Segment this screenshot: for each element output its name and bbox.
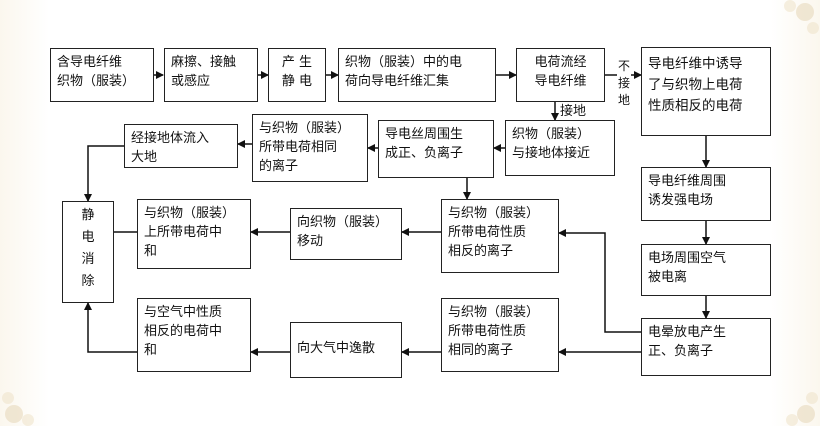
node-same-charge-ions-bottom: 与织物（服装） 所带电荷性质 相同的离子 xyxy=(441,298,559,372)
floral-decoration-icon xyxy=(784,0,819,34)
node-fabric-near-ground: 织物（服装） 与接地体接近 xyxy=(505,120,615,176)
node-neutralize-fabric: 与织物（服装） 上所带电荷中 和 xyxy=(137,199,251,269)
node-friction-contact: 麻擦、接触 或感应 xyxy=(164,48,258,102)
floral-decoration-icon xyxy=(2,392,34,426)
node-generate-static: 产 生 静 电 xyxy=(268,48,326,102)
node-corona-discharge: 电晕放电产生 正、负离子 xyxy=(641,318,771,376)
node-neutralize-air: 与空气中性质 相反的电荷中 和 xyxy=(137,298,251,372)
node-static-eliminated: 静 电 消 除 xyxy=(62,201,114,303)
node-same-charge-ions-top: 与织物（服装） 所带电荷相同 的离子 xyxy=(252,114,368,182)
label-grounded: 接地 xyxy=(560,104,587,120)
node-charge-gathering: 织物（服装）中的电 荷向导电纤维汇集 xyxy=(338,48,496,102)
node-charge-flow: 电荷流经 导电纤维 xyxy=(516,48,605,102)
node-move-to-fabric: 向织物（服装） 移动 xyxy=(290,208,402,260)
node-strong-field: 导电纤维周围 诱发强电场 xyxy=(641,167,771,221)
node-ions-around-wire: 导电丝周围生 成正、负离子 xyxy=(378,120,494,178)
node-escape-to-air: 向大气中逸散 xyxy=(290,322,402,378)
node-opposite-charge-ions: 与织物（服装） 所带电荷性质 相反的离子 xyxy=(441,199,559,273)
node-induced-charge: 导电纤维中诱导 了与织物上电荷 性质相反的电荷 xyxy=(641,47,771,136)
floral-decoration-icon xyxy=(786,392,818,426)
node-flow-to-earth: 经接地体流入 大地 xyxy=(124,124,238,168)
label-not-grounded: 不 接 地 xyxy=(617,58,632,109)
node-air-ionized: 电场周围空气 被电离 xyxy=(641,244,771,296)
node-conductive-fabric: 含导电纤维 织物（服装） xyxy=(50,48,154,102)
